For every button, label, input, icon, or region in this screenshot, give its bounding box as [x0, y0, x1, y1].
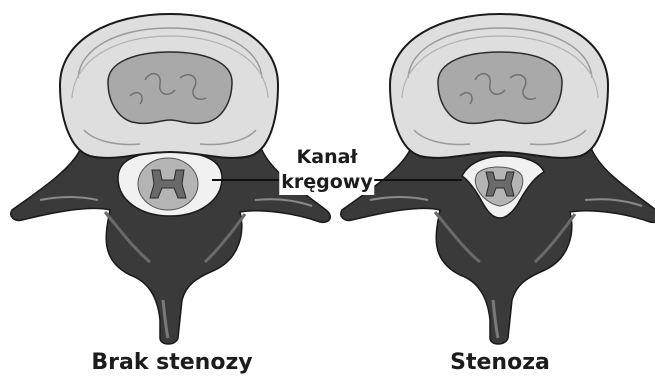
caption-normal: Brak stenozy	[91, 350, 252, 375]
caption-stenosis: Stenoza	[450, 350, 550, 375]
callout-line2: kręgowy	[281, 170, 372, 195]
nucleus-pulposus	[438, 52, 562, 123]
nucleus-pulposus	[108, 52, 232, 123]
spinal-canal-callout: Kanał kręgowy	[279, 145, 374, 195]
callout-line1: Kanał	[281, 145, 372, 170]
